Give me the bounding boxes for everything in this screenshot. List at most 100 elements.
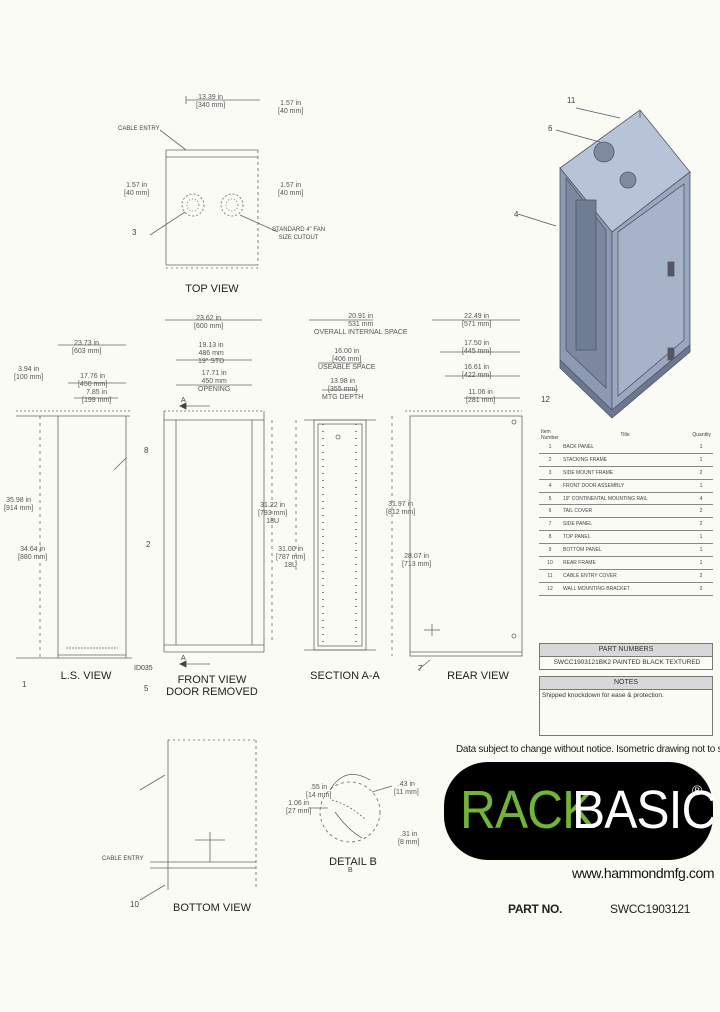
balloon-4: 4 — [514, 210, 519, 219]
dim-ls-depth: 23.73 in[603 mm] — [72, 340, 102, 355]
part-no-label: PART NO. — [508, 902, 563, 916]
parts-cell-qty: 1 — [689, 543, 713, 558]
dim-detail-31: .31 in[8 mm] — [398, 831, 420, 846]
detail-b-title: DETAIL B — [329, 856, 377, 868]
parts-cell-qty: 1 — [689, 530, 713, 545]
balloon-3: 3 — [132, 228, 137, 237]
website-link[interactable]: www.hammondmfg.com — [572, 865, 715, 881]
parts-cell-num: 8 — [539, 530, 561, 545]
ls-view-title: L.S. VIEW — [60, 670, 112, 682]
parts-cell-qty: 2 — [689, 569, 713, 583]
front-view-title-line1: FRONT VIEW — [177, 674, 247, 686]
dim-rear-28-07: 28.07 in[713 mm] — [402, 553, 432, 568]
parts-cell-title: REAR FRAME — [561, 556, 689, 570]
parts-cell-qty: 1 — [689, 453, 713, 467]
section-arrows — [179, 402, 187, 668]
fan-cutout-label: STANDARD 4" FAN SIZE CUTOUT — [272, 226, 325, 242]
parts-cell-qty: 2 — [689, 582, 713, 596]
parts-cell-qty: 4 — [689, 492, 713, 506]
parts-cell-qty: 1 — [689, 441, 713, 454]
logo-word-rack: RACK — [460, 780, 595, 840]
parts-cell-title: WALL MOUNTING BRACKET — [561, 582, 689, 596]
part-numbers-box: PART NUMBERS SWCC1903121BK2 PAINTED BLAC… — [539, 643, 713, 670]
parts-cell-qty: 1 — [689, 479, 713, 493]
dim-front-height: 31.22 in[793 mm]18U — [258, 502, 288, 525]
parts-cell-title: SIDE PANEL — [561, 517, 689, 532]
parts-cell-title: TAIL COVER — [561, 504, 689, 519]
notes-text: Shipped knockdown for ease & protection. — [542, 692, 664, 699]
dim-rear-11-06: 11.06 in[281 mm] — [466, 389, 496, 404]
dim-top-left: 1.57 in[40 mm] — [124, 182, 150, 197]
parts-cell-title: FRONT DOOR ASSEMBLY — [561, 479, 689, 493]
ls-view-drawing — [16, 344, 132, 659]
balloon-6: 6 — [548, 124, 553, 133]
dim-top-right-upper: 1.57 in[40 mm] — [278, 100, 304, 115]
rack-basics-logo: RACK BASICS ® — [444, 762, 720, 860]
part-no-value: SWCC1903121 — [610, 902, 691, 916]
dim-rear-22-49: 22.49 in[571 mm] — [462, 313, 492, 328]
dim-ls-3-94: 3.94 in[100 mm] — [14, 366, 44, 381]
isometric-cabinet-drawing — [517, 107, 691, 419]
balloon-10: 10 — [130, 900, 139, 909]
dim-section-height: 31.00 in[787 mm]18U — [276, 546, 306, 569]
balloon-7: 7 — [418, 664, 423, 673]
parts-cell-num: 7 — [539, 517, 561, 532]
parts-cell-num: 12 — [539, 582, 561, 596]
dim-rear-17-50: 17.50 in[445 mm] — [462, 340, 492, 355]
fan-cutout-line1: STANDARD 4" FAN — [272, 227, 326, 233]
parts-cell-num: 11 — [539, 569, 561, 583]
top-view-drawing — [149, 96, 279, 269]
dim-rear-16-61: 16.61 in[422 mm] — [462, 364, 492, 379]
top-view-title: TOP VIEW — [185, 283, 239, 295]
detail-b-drawing — [308, 773, 393, 843]
section-view-title: SECTION A-A — [310, 670, 380, 682]
dim-detail-55: .55 in[14 mm] — [306, 784, 332, 799]
parts-cell-num: 9 — [539, 543, 561, 558]
dim-detail-43: .43 in[11 mm] — [394, 781, 419, 796]
cable-entry-bottom-label: CABLE ENTRY — [102, 856, 144, 862]
parts-cell-num: 3 — [539, 466, 561, 480]
parts-cell-qty: 2 — [689, 466, 713, 480]
parts-cell-num: 5 — [539, 492, 561, 506]
parts-cell-title: STACKING FRAME — [561, 453, 689, 467]
logo-registered-mark: ® — [692, 782, 703, 798]
parts-cell-title: SIDE MOUNT FRAME — [561, 466, 689, 480]
dim-section-mtg-depth: 13.98 in[355 mm]MTG DEPTH — [322, 378, 364, 401]
parts-table-header: Item Number Title Quantity — [539, 429, 713, 441]
cable-entry-top-label: CABLE ENTRY — [118, 126, 160, 132]
bottom-view-drawing — [139, 739, 257, 901]
section-marker-top: A — [181, 397, 186, 404]
detail-b-callout: B — [348, 867, 353, 874]
col-quantity: Quantity — [692, 432, 711, 438]
notes-header: NOTES — [540, 677, 712, 690]
dim-ls-17-76: 17.76 in[450 mm] — [78, 373, 108, 388]
bottom-view-title: BOTTOM VIEW — [172, 902, 252, 914]
parts-cell-num: 1 — [539, 441, 561, 454]
balloon-2: 2 — [146, 540, 151, 549]
parts-cell-title: BOTTOM PANEL — [561, 543, 689, 558]
part-numbers-value: SWCC1903121BK2 PAINTED BLACK TEXTURED — [553, 659, 701, 666]
parts-cell-num: 2 — [539, 453, 561, 467]
rear-view-drawing — [391, 319, 523, 671]
rear-view-title: REAR VIEW — [447, 670, 509, 682]
dim-ls-7-85: 7.85 in[199 mm] — [82, 389, 112, 404]
parts-cell-qty: 1 — [689, 556, 713, 570]
parts-cell-num: 6 — [539, 504, 561, 519]
ls-scale-label: ID035 — [134, 665, 153, 672]
dim-ls-inner-height: 34.64 in[880 mm] — [18, 546, 48, 561]
parts-cell-num: 4 — [539, 479, 561, 493]
balloon-12: 12 — [541, 395, 550, 404]
front-view-title: FRONT VIEW DOOR REMOVED — [166, 674, 258, 698]
col-title: Title — [620, 432, 630, 438]
